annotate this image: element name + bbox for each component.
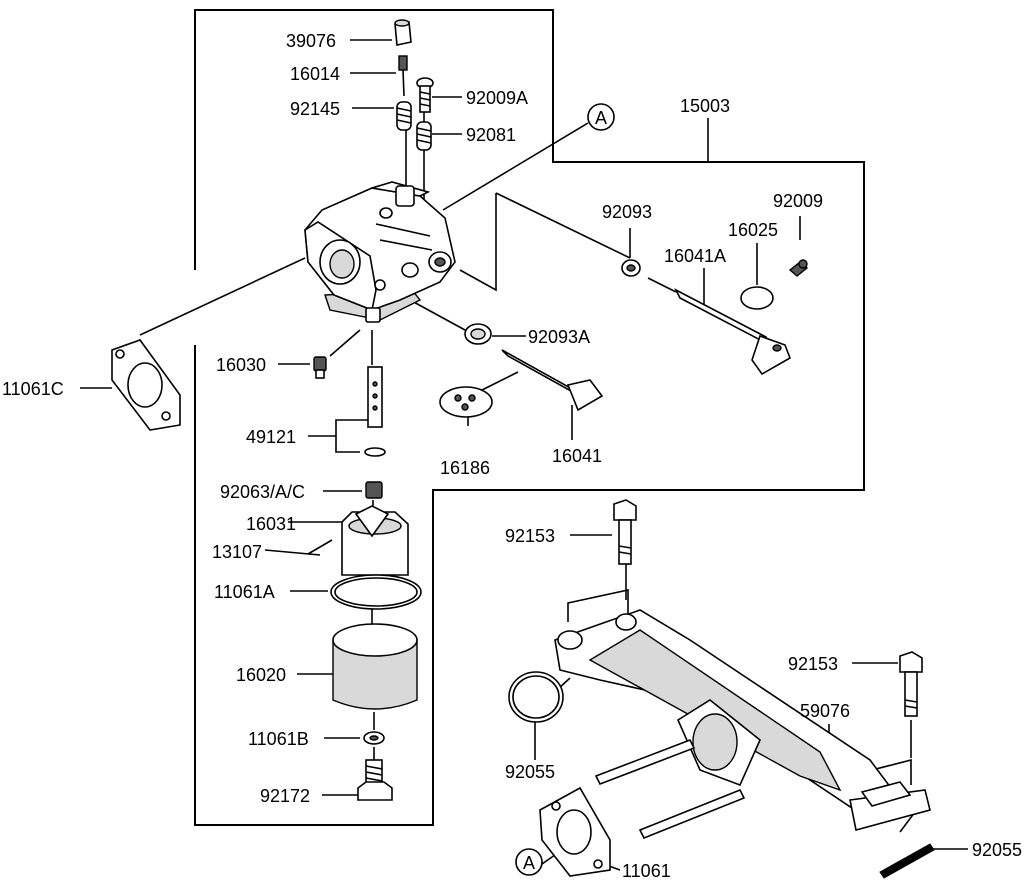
part-16025-plate-drawing bbox=[740, 286, 774, 310]
part-11061A-ring-drawing bbox=[330, 574, 422, 610]
label-92153-upper: 92153 bbox=[505, 526, 555, 546]
label-92055-stud: 92055 bbox=[972, 840, 1022, 860]
label-49121: 49121 bbox=[246, 427, 296, 447]
label-16014: 16014 bbox=[290, 64, 340, 84]
label-92145: 92145 bbox=[290, 99, 340, 119]
part-11061C-gasket-drawing bbox=[111, 339, 181, 431]
label-11061B: 11061B bbox=[248, 729, 309, 749]
part-16030-jet-drawing bbox=[313, 356, 327, 379]
label-92172: 92172 bbox=[260, 786, 310, 806]
label-11061C: 11061C bbox=[2, 379, 64, 399]
part-92063-jet-drawing bbox=[365, 481, 383, 499]
part-39076-drawing bbox=[394, 19, 412, 46]
part-92081-spring-drawing bbox=[416, 121, 432, 151]
part-92145-spring-drawing bbox=[396, 101, 412, 131]
label-16025: 16025 bbox=[728, 220, 778, 240]
part-16186-plate-drawing bbox=[439, 386, 493, 418]
label-39076: 39076 bbox=[286, 31, 336, 51]
label-92081: 92081 bbox=[466, 125, 516, 145]
label-92009A: 92009A bbox=[466, 88, 528, 108]
part-labels: 39076 16014 92009A 92145 92081 A 15003 9… bbox=[2, 31, 1022, 881]
label-59076: 59076 bbox=[800, 701, 850, 721]
label-13107: 13107 bbox=[212, 542, 262, 562]
label-16031: 16031 bbox=[246, 514, 296, 534]
label-reference-a-top: A bbox=[595, 108, 607, 128]
part-92009-screw-drawing bbox=[788, 259, 809, 277]
label-11061: 11061 bbox=[622, 861, 671, 881]
part-92009A-screw-drawing bbox=[416, 77, 434, 113]
part-16020-bowl-drawing bbox=[332, 623, 418, 710]
part-16041A-shaft-drawing bbox=[674, 288, 791, 376]
reference-a-bottom-circle bbox=[515, 848, 543, 876]
part-59076-manifold-drawing bbox=[554, 609, 931, 831]
part-92153-bolt-b-drawing bbox=[899, 651, 923, 717]
part-11061B-washer-drawing bbox=[363, 731, 385, 745]
part-studs-drawing bbox=[594, 738, 746, 840]
label-92055-oring: 92055 bbox=[505, 762, 555, 782]
part-92153-bolt-a-drawing bbox=[613, 499, 637, 565]
label-16041: 16041 bbox=[552, 446, 602, 466]
label-15003: 15003 bbox=[680, 96, 730, 116]
part-13107-pin-drawing bbox=[307, 539, 333, 555]
label-16186: 16186 bbox=[440, 458, 490, 478]
reference-a-top-circle bbox=[587, 103, 615, 131]
label-92009: 92009 bbox=[773, 191, 823, 211]
label-reference-a-bottom: A bbox=[523, 853, 535, 873]
part-92172-bolt-drawing bbox=[357, 759, 393, 801]
label-92063-a-c: 92063/A/C bbox=[220, 482, 305, 502]
part-92055-stud-drawing bbox=[879, 843, 935, 879]
part-49121-tube-drawing bbox=[364, 366, 386, 457]
label-16030: 16030 bbox=[216, 355, 266, 375]
part-11061-gasket-drawing bbox=[539, 786, 611, 877]
part-16041-shaft-drawing bbox=[501, 349, 604, 412]
label-16020: 16020 bbox=[236, 665, 286, 685]
part-92055-oring-drawing bbox=[508, 671, 564, 723]
leader-lines bbox=[80, 39, 968, 871]
label-11061A: 11061A bbox=[214, 582, 275, 602]
label-92153-right: 92153 bbox=[788, 654, 838, 674]
label-92093: 92093 bbox=[602, 202, 652, 222]
part-16031-float-drawing bbox=[341, 505, 409, 576]
label-16041A: 16041A bbox=[664, 246, 726, 266]
part-16014-needle-drawing bbox=[398, 55, 408, 97]
carburetor-body-drawing bbox=[304, 181, 456, 323]
part-92093-seal-drawing bbox=[621, 259, 641, 277]
label-92093A: 92093A bbox=[528, 327, 590, 347]
part-92093A-seal-drawing bbox=[464, 323, 492, 345]
carburetor-group-frame bbox=[194, 9, 865, 826]
